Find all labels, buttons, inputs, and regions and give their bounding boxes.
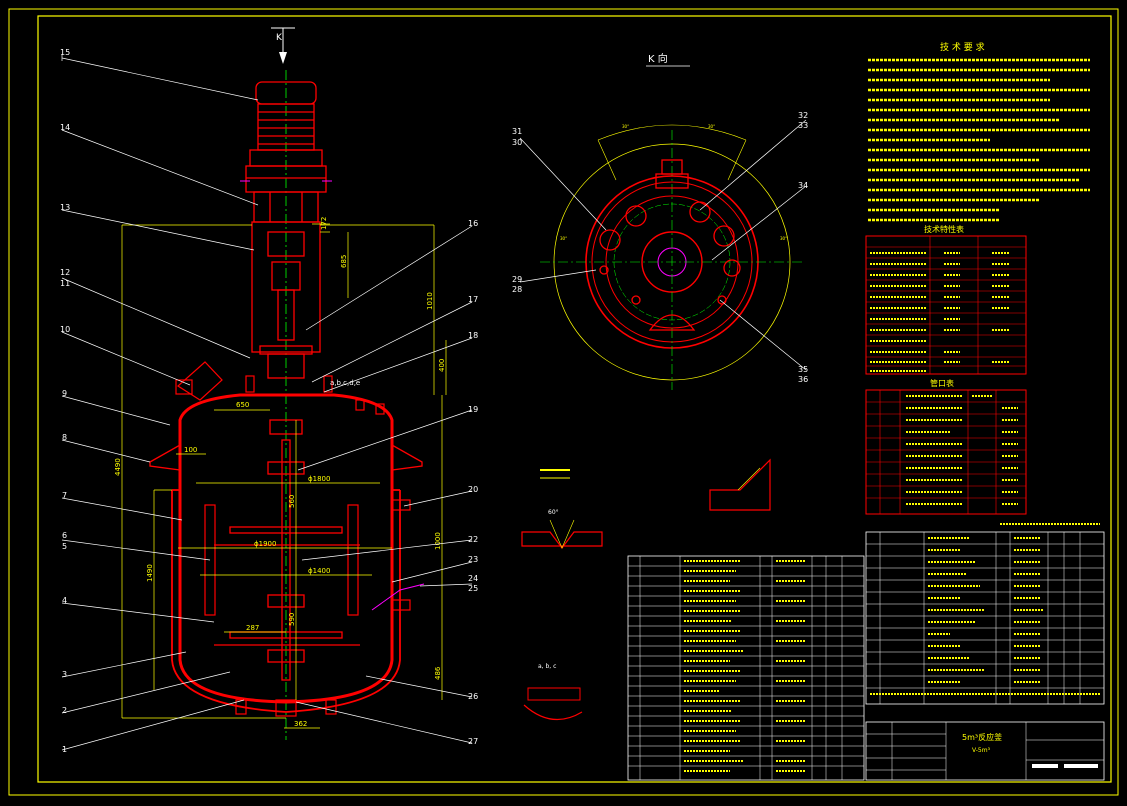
vessel-shell (178, 393, 394, 704)
right-leaders (295, 225, 473, 744)
dim-1000: 1000 (434, 532, 442, 550)
callout-23: 23 (468, 555, 478, 564)
k-callout-31: 31 (512, 127, 522, 136)
callout-25: 25 (468, 584, 478, 593)
tech-spec-table: 技术特性表 (865, 224, 1027, 375)
k-callout-28: 28 (512, 285, 522, 294)
callout-12: 12 (60, 268, 70, 277)
left-leaders (61, 55, 259, 751)
callout-19: 19 (468, 405, 478, 414)
callout-4: 4 (62, 596, 67, 605)
nozzle-table: 管口表 (865, 378, 1027, 515)
callout-7: 7 (62, 491, 67, 500)
dim-1490: 1490 (146, 564, 154, 582)
dim-590: 590 (288, 613, 296, 626)
title-name: 5m³反应釜 (962, 732, 1002, 742)
tech-req-title: 技 术 要 求 (940, 41, 985, 53)
callout-2: 2 (62, 706, 67, 715)
bom-left (627, 555, 865, 781)
dim-d1400: ϕ1400 (308, 567, 330, 575)
callout-18: 18 (468, 331, 478, 340)
nozzle-table-title: 管口表 (930, 378, 954, 388)
dim-486: 486 (434, 666, 442, 680)
svg-text:30°: 30° (780, 236, 787, 241)
callout-9: 9 (62, 389, 67, 398)
k-callout-32: 32 (798, 111, 808, 120)
callout-22: 22 (468, 535, 478, 544)
callout-5: 5 (62, 542, 67, 551)
bom-right (865, 523, 1105, 705)
callout-16: 16 (468, 219, 478, 228)
inner-frame (37, 15, 1112, 783)
agitator (214, 419, 360, 681)
callout-6: 6 (62, 531, 67, 540)
dim-400: 400 (438, 359, 446, 372)
callout-10: 10 (60, 325, 70, 334)
dim-d1900: ϕ1900 (254, 540, 276, 548)
svg-text:30°: 30° (708, 124, 715, 129)
k-callout-30: 30 (512, 138, 522, 147)
nozzle-letters: a,b,c,d,e (330, 379, 360, 387)
k-callout-34: 34 (798, 181, 808, 190)
callout-17: 17 (468, 295, 478, 304)
svg-text:30°: 30° (560, 236, 567, 241)
callout-3: 3 (62, 670, 67, 679)
callout-14: 14 (60, 123, 70, 132)
dim-560: 560 (288, 495, 296, 508)
callout-13: 13 (60, 203, 70, 212)
callout-26: 26 (468, 692, 478, 701)
dim-1010: 1010 (426, 292, 434, 310)
callout-27: 27 (468, 737, 478, 746)
dim-362: 362 (294, 720, 307, 728)
bottom-outlet (235, 699, 337, 717)
elevation-view: K (60, 27, 478, 754)
dim-d1800: ϕ1800 (308, 475, 330, 483)
title-drawing-no: V-5m³ (972, 747, 991, 754)
callout-20: 20 (468, 485, 478, 494)
tech-spec-title: 技术特性表 (924, 224, 964, 234)
dim-172: 172 (320, 217, 328, 230)
weld-angle: 60° (548, 509, 559, 516)
jacket (171, 489, 401, 713)
dim-4490: 4490 (114, 458, 122, 476)
k-callout-33: 33 (798, 121, 808, 130)
dim-287: 287 (246, 624, 259, 632)
dim-100: 100 (184, 446, 197, 454)
callout-1: 1 (62, 745, 67, 754)
svg-text:30°: 30° (622, 124, 629, 129)
support-lugs (149, 443, 423, 471)
callout-11: 11 (60, 279, 70, 288)
svg-text:a, b, c: a, b, c (538, 663, 556, 670)
dimension-lines (121, 223, 447, 729)
view-arrow-label: K (276, 33, 283, 43)
tech-requirements: 技 术 要 求 (868, 41, 1090, 222)
k-view-title: K 向 (648, 52, 668, 65)
baffles (204, 504, 359, 616)
k-view: K 向 30° 30° 30° (512, 52, 808, 390)
callout-24: 24 (468, 574, 478, 583)
k-callout-35: 35 (798, 365, 808, 374)
motor (245, 81, 327, 223)
top-nozzles (175, 361, 385, 415)
k-callout-29: 29 (512, 275, 522, 284)
k-callout-36: 36 (798, 375, 808, 384)
dim-685: 685 (340, 255, 348, 268)
drive-stand (251, 221, 321, 379)
weld-details: 60° a, b, c (521, 458, 771, 721)
callout-15: 15 (60, 48, 70, 57)
title-block: 5m³反应釜 V-5m³ (865, 721, 1105, 781)
dim-650: 650 (236, 401, 249, 409)
outer-frame (8, 8, 1119, 796)
callout-8: 8 (62, 433, 67, 442)
